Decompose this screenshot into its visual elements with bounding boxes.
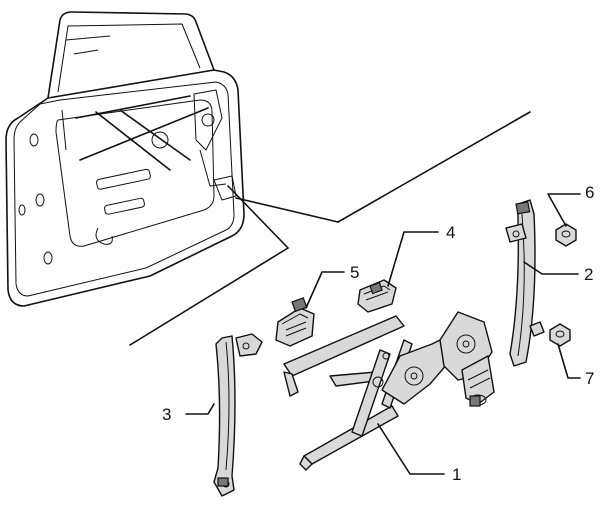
section-divider — [129, 111, 531, 346]
callout-3: 3 — [162, 405, 171, 424]
nut-part-7 — [549, 323, 571, 347]
window-regulator — [283, 311, 495, 471]
callout-labels: 1 2 3 4 5 6 7 — [162, 183, 594, 484]
guide-rail-left — [213, 333, 263, 497]
clip-part — [357, 279, 397, 313]
callout-1: 1 — [452, 465, 461, 484]
slider-part — [275, 297, 315, 347]
callout-4: 4 — [446, 223, 455, 242]
callout-6: 6 — [585, 183, 594, 202]
leader-lines — [185, 193, 581, 475]
callout-2: 2 — [584, 265, 593, 284]
nut-part-6 — [555, 223, 577, 247]
callout-5: 5 — [350, 263, 359, 282]
guide-rail-right — [505, 199, 545, 367]
callout-7: 7 — [585, 369, 594, 388]
door-assembly — [5, 11, 245, 307]
